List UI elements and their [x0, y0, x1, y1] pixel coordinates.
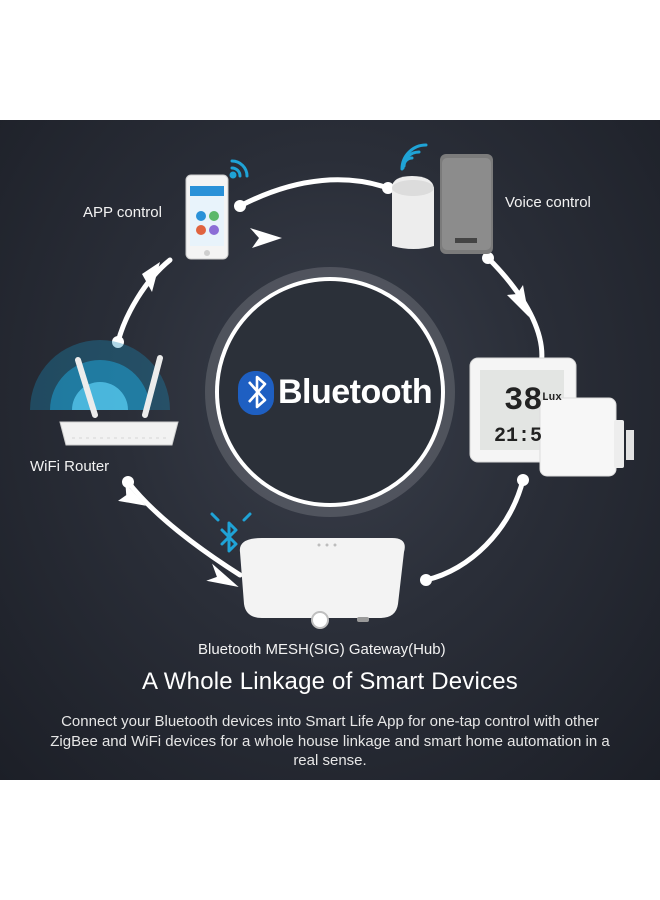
- gateway-label: Bluetooth MESH(SIG) Gateway(Hub): [198, 641, 446, 658]
- app-control-label: APP control: [83, 204, 162, 221]
- smartphone-icon: [185, 174, 229, 260]
- voice-control-label: Voice control: [505, 194, 591, 211]
- arrow-into-hub: [206, 563, 239, 588]
- banner: Bluetooth APP control Voice control WiFi…: [0, 120, 660, 780]
- sensor-time-reading: 21:5: [494, 425, 543, 448]
- arrow-down-right: [507, 285, 529, 317]
- center-circle: [215, 277, 445, 507]
- headline: A Whole Linkage of Smart Devices: [142, 668, 518, 695]
- connection-diagram: [30, 143, 634, 629]
- sensor-temp-reading: 38: [504, 382, 543, 419]
- wifi-router-label: WiFi Router: [30, 458, 110, 475]
- description: Connect your Bluetooth devices into Smar…: [50, 713, 610, 769]
- wifi-signal-icon: [229, 159, 249, 179]
- bluetooth-signal-icon: [210, 512, 252, 553]
- arrow-up-left: [142, 262, 160, 292]
- smart-speaker-icon: [392, 154, 493, 254]
- direction-arrows: [118, 228, 529, 588]
- sensor-unit-reading: Lux: [542, 392, 562, 404]
- bluetooth-logo-icon: [238, 371, 274, 415]
- bluetooth-logo-text: Bluetooth: [278, 373, 433, 411]
- wifi-signal-icon: [400, 143, 428, 171]
- connector-dots: [112, 182, 529, 586]
- arrow-right: [250, 228, 282, 248]
- wifi-router-icon: [30, 340, 179, 446]
- gateway-hub-icon: [239, 538, 405, 629]
- smart-switch-icon: [539, 397, 634, 477]
- arrow-from-router: [118, 483, 146, 506]
- connection-ring: [115, 177, 545, 583]
